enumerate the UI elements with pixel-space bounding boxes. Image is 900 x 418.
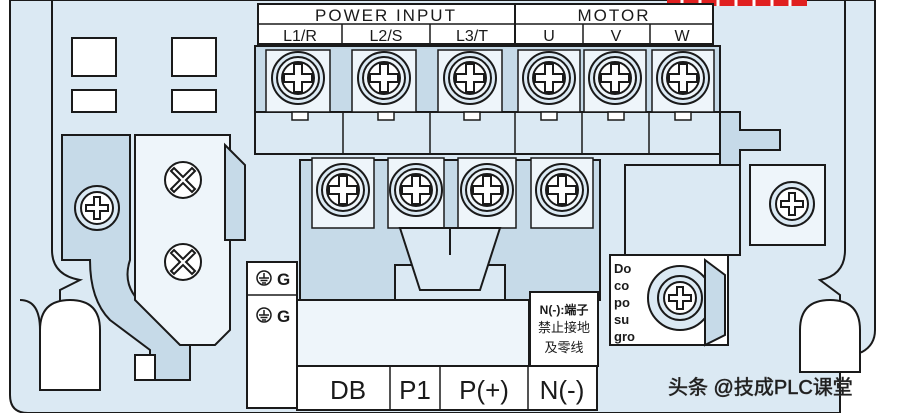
bottom-label-strip: DB P1 P(+) N(-) [296, 299, 598, 411]
bottom-label-nminus: N(-) [540, 375, 585, 405]
terminal-label-l3t: L3/T [456, 28, 488, 45]
left-screw-upper-icon [164, 161, 202, 199]
screw-v-icon [588, 51, 642, 105]
cover-screw-icon [647, 265, 713, 331]
side-note-line2: co [614, 278, 629, 293]
n-warning-line3: 及零线 [544, 340, 583, 355]
n-warning-line1: N(-):端子 [540, 302, 589, 317]
n-warning-box: N(-):端子 禁止接地 及零线 [529, 291, 599, 367]
side-note-line3: po [614, 295, 630, 310]
right-lower-bracket [704, 258, 726, 347]
watermark-text: 头条 @技成PLC课堂 [668, 376, 853, 399]
screw-l2s-icon [357, 51, 411, 105]
bottom-label-db: DB [330, 375, 366, 405]
bottom-label-pplus: P(+) [459, 375, 509, 405]
ground-icon [256, 270, 272, 286]
screw-dc4-icon [535, 163, 589, 217]
left-ground-screw-icon [74, 185, 120, 231]
side-note-line5: gro [614, 329, 635, 344]
top-terminal-block [254, 45, 721, 155]
n-warning-line2: 禁止接地 [538, 320, 590, 335]
screw-dc3-icon [460, 163, 514, 217]
terminal-label-l2s: L2/S [370, 28, 403, 45]
ground-label-2: G [277, 307, 290, 326]
terminal-label-u: U [543, 28, 555, 45]
ground-icon [256, 307, 272, 323]
bottom-label-p1: P1 [399, 375, 431, 405]
right-ground-screw-icon [769, 181, 815, 227]
screw-dc1-icon [316, 163, 370, 217]
side-note-line1: Do [614, 261, 631, 276]
screw-l1r-icon [271, 51, 325, 105]
left-bracket [61, 37, 246, 381]
watermark: 头条 @技成PLC课堂 [668, 376, 853, 400]
left-screw-lower-icon [164, 243, 202, 281]
terminal-label-v: V [611, 28, 622, 45]
screw-w-icon [656, 51, 710, 105]
power-input-label: POWER INPUT [315, 6, 457, 25]
terminal-label-w: W [674, 28, 690, 45]
screw-l3t-icon [443, 51, 497, 105]
label-band: POWER INPUT MOTOR L1/R L2/S L3/T U V W [257, 3, 714, 45]
terminal-label-l1r: L1/R [283, 28, 317, 45]
screw-dc2-icon [389, 163, 443, 217]
ground-label-panel: G G [246, 261, 298, 409]
side-note-line4: su [614, 312, 629, 327]
motor-label: MOTOR [578, 6, 651, 25]
screw-u-icon [522, 51, 576, 105]
ground-label-1: G [277, 270, 290, 289]
